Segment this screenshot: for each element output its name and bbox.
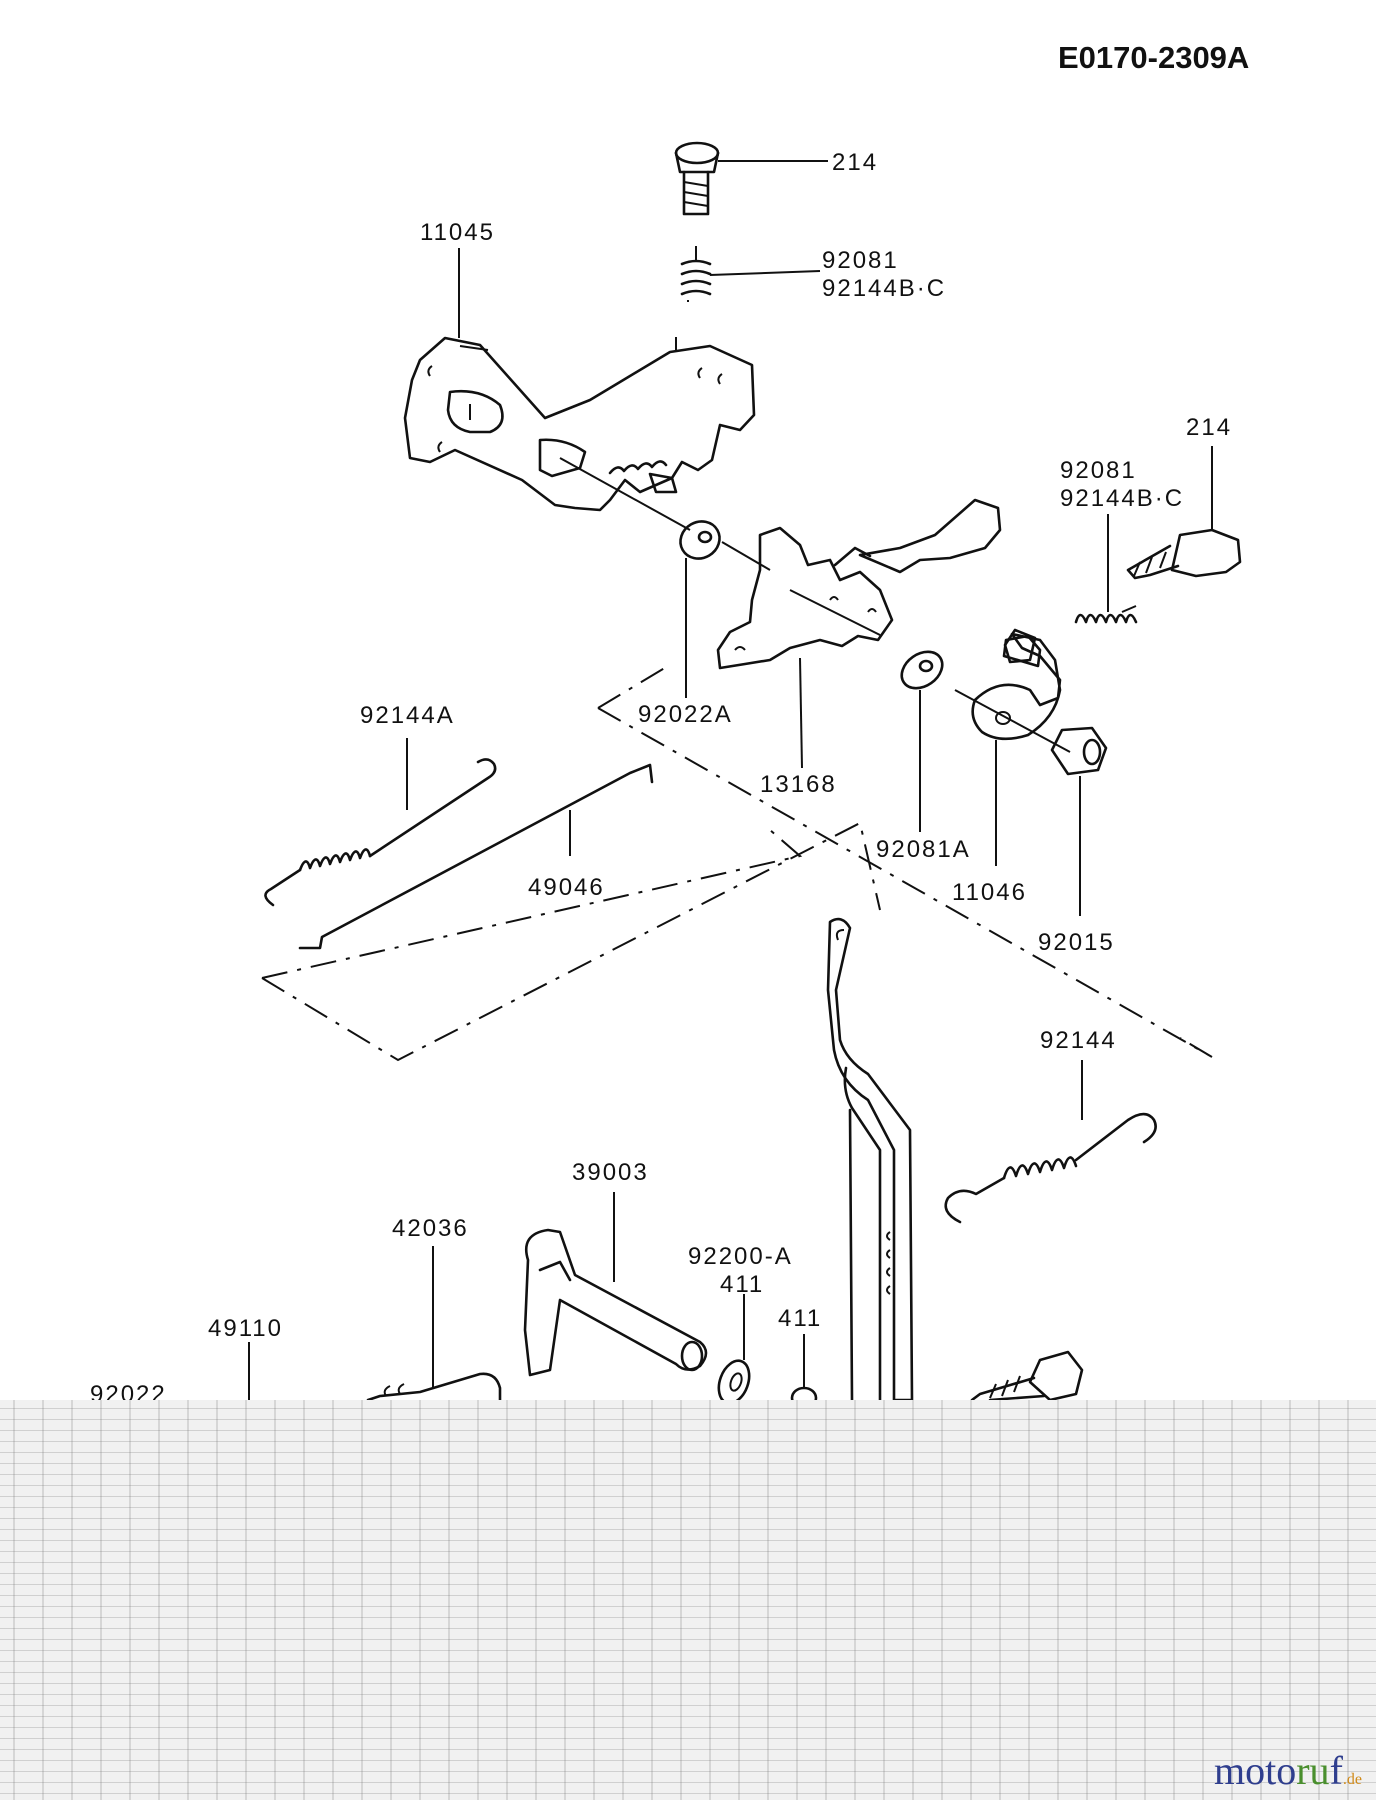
nut-92015-drawing — [1050, 726, 1108, 916]
part-label-92144A: 92144A — [360, 702, 455, 729]
shaft-42036-drawing — [366, 1246, 502, 1402]
watermark-logo: motoruf.de — [1214, 1747, 1362, 1794]
bracket-11045-drawing — [403, 248, 756, 512]
washer-92081A-drawing — [900, 650, 944, 832]
assembly-dashed-frame — [597, 665, 1213, 1058]
washer-411-b-drawing — [790, 1334, 818, 1410]
part-label-13168: 13168 — [760, 771, 837, 798]
part-label-11045: 11045 — [420, 219, 495, 246]
spring-washer-92081-top-drawing — [680, 246, 821, 302]
part-label-42036: 42036 — [392, 1215, 469, 1242]
diagram-reference-code: E0170-2309A — [1058, 40, 1249, 75]
part-label-39003: 39003 — [572, 1159, 649, 1186]
part-label-92200-A: 92200-A — [688, 1243, 793, 1270]
part-label-411-a: 411 — [720, 1271, 764, 1298]
watermark-part-2: ru — [1296, 1748, 1330, 1793]
shaft-39003-drawing — [523, 1192, 708, 1377]
part-label-214-right: 214 — [1186, 414, 1232, 441]
spring-washer-92081-right-drawing — [1074, 514, 1138, 624]
part-label-92144bc-right: 92144B·C — [1060, 485, 1184, 512]
spring-92144A-drawing — [264, 738, 497, 907]
throttle-lever-drawing — [826, 917, 914, 1402]
bracket-pivot-spring-drawing — [559, 457, 691, 531]
part-label-92144: 92144 — [1040, 1027, 1117, 1054]
part-label-92144bc-top: 92144B·C — [822, 275, 946, 302]
part-label-11046: 11046 — [952, 879, 1027, 906]
watermark-part-1: moto — [1214, 1748, 1297, 1793]
part-label-411-b: 411 — [778, 1305, 822, 1332]
washer-92022A-drawing — [679, 520, 771, 698]
part-label-92081-right: 92081 — [1060, 457, 1137, 484]
lever-11046-drawing — [954, 628, 1071, 866]
spring-clip-drawing — [1002, 634, 1042, 668]
watermark-part-3: f — [1329, 1748, 1343, 1793]
part-label-49046: 49046 — [528, 874, 605, 901]
bolt-lower-right-drawing — [970, 1350, 1084, 1402]
watermark-suffix: .de — [1342, 1771, 1362, 1788]
part-label-92015: 92015 — [1038, 929, 1115, 956]
lever-13168-drawing — [716, 498, 1002, 769]
bolt-214-top-drawing — [674, 141, 828, 216]
part-label-214-top: 214 — [832, 149, 878, 176]
obscured-noise-region — [0, 1400, 1376, 1800]
spring-92144-drawing — [944, 1060, 1157, 1224]
bolt-214-right-drawing — [1126, 446, 1242, 580]
part-label-49110: 49110 — [208, 1315, 283, 1342]
part-label-92081-top: 92081 — [822, 247, 899, 274]
part-label-92081A: 92081A — [876, 836, 971, 863]
washer-411-a-drawing — [717, 1294, 751, 1405]
rod-49046-drawing — [261, 763, 881, 1062]
part-label-92022A: 92022A — [638, 701, 733, 728]
